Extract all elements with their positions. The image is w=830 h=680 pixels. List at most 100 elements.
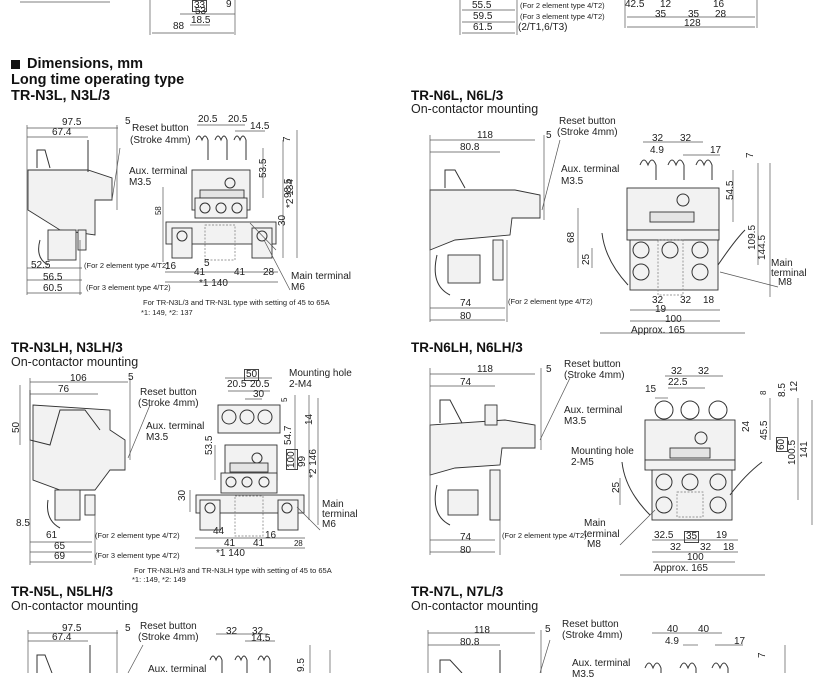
dim-label: 59.5 [473,11,493,22]
n3lh-side-view [19,378,151,565]
dim-label: 76 [58,384,70,395]
dim-label: 16 [165,261,177,272]
dim-label: 128 [684,18,701,29]
main-terminal-label: Main [771,258,793,269]
dim-label: 17 [710,145,722,156]
dim-label: 54.5 [725,180,736,200]
dim-label: 22.5 [668,377,688,388]
aux-terminal-size: M3.5 [129,177,152,188]
square-bullet-icon [11,60,20,69]
dim-label: 41 [194,267,206,278]
dim-label: 5 [125,116,131,127]
dim-label: 18 [703,295,715,306]
dim-label: 35 [655,9,667,20]
panel-title: TR-N6L, N6L/3 [411,88,504,103]
dim-label: 53.5 [258,158,269,178]
reset-button-label: Reset button [140,621,197,632]
aux-terminal-label: Aux. terminal [146,421,205,432]
n3l-front-view [162,124,298,291]
top-left-fragment-lines [20,0,236,35]
mounting-hole-size: 2-M5 [571,457,594,468]
dim-label: 8.5 [16,518,30,529]
dim-label: 32 [698,366,710,377]
dim-label: 32 [670,542,682,553]
panel-title: TR-N3LH, N3LH/3 [11,340,123,355]
main-terminal-size: M8 [778,277,792,288]
stroke-label: (Stroke 4mm) [130,135,191,146]
n6lh-front-view [619,375,813,576]
dim-label: 118 [477,364,493,375]
dim-label: 28 [715,9,727,20]
stroke-label: (Stroke 4mm) [138,398,199,409]
dim-label: 7 [745,152,756,158]
note-label: (For 2 element type 4/T2) [502,531,587,540]
aux-terminal-label: Aux. terminal [561,164,620,175]
note-label: (2/T1,6/T3) [518,22,568,33]
dim-label: 54.7 [283,425,294,445]
dim-label: 7 [282,136,293,142]
main-terminal-label: Main [584,518,606,529]
aux-terminal-size: M3.5 [561,176,584,187]
dim-label: *2 134 [285,179,296,208]
dim-label: 99 [297,455,308,467]
note-label: (For 2 element type 4/T2) [520,1,605,10]
dim-label: 61.5 [473,22,493,33]
reset-button-label: Reset button [562,619,619,630]
footnote-line: For TR-N3L/3 and TR-N3L type with settin… [143,298,330,307]
panel-subtitle: On-contactor mounting [11,599,139,613]
dim-label: Approx. 165 [654,563,708,574]
dim-label: 44 [213,526,225,537]
dim-label: 67.4 [52,127,72,138]
dim-label: 5 [204,258,210,269]
aux-terminal-label: Aux. terminal [572,658,631,669]
dim-label: 33 [192,0,208,12]
panel-subtitle: On-contactor mounting [411,102,539,116]
n7l-partial-view [427,630,786,673]
dim-label: 144.5 [757,234,768,260]
dim-label: 40 [667,624,679,635]
panel-subtitle: On-contactor mounting [11,355,139,369]
main-terminal-label: terminal [322,509,358,520]
dim-label: 14.5 [251,633,271,644]
dim-label: 18.5 [191,15,211,26]
dim-label: 67.4 [52,632,72,643]
dim-label: 68 [566,231,577,243]
footnote-line: *1: 149, *2: 137 [141,308,193,317]
dim-label: 56.5 [43,272,63,283]
aux-terminal-size: M3.5 [564,416,587,427]
reset-button-label: Reset button [564,359,621,370]
dim-label: 100.5 [787,439,798,465]
mounting-hole-label: Mounting hole [571,446,634,457]
dim-label: 5 [128,372,134,383]
dim-label: 12 [789,380,800,392]
main-terminal-size: M6 [322,519,336,530]
dim-label: 60.5 [43,283,63,294]
dim-label: 65 [54,541,66,552]
dim-label: 32 [226,626,238,637]
note-label: (For 3 element type 4/T2) [520,12,605,21]
dim-label: 25 [581,253,592,265]
note-label: (For 3 element type 4/T2) [95,551,180,560]
dim-label: 61 [46,530,58,541]
dim-label: 12 [660,0,672,10]
dim-label: 141 [799,441,810,458]
note-label: (For 2 element type 4/T2) [508,297,593,306]
reset-button-label: Reset button [140,387,197,398]
dim-label: 53.5 [204,435,215,455]
n6l-side-view [429,135,561,322]
dim-label: 80.8 [460,637,480,648]
dim-label: *1 140 [199,278,228,289]
main-terminal-size: M8 [587,539,601,550]
reset-button-label: Reset button [132,123,189,134]
footnote-line: *1: :149, *2: 149 [132,575,186,584]
aux-terminal-size: M3.5 [146,432,169,443]
dim-label: 19 [655,304,667,315]
dim-label: 42.5 [625,0,645,10]
note-label: (For 2 element type 4/T2) [95,531,180,540]
dim-label: 32 [680,133,692,144]
dim-label: 24 [741,420,752,432]
dim-label: *2 146 [308,449,319,478]
dim-label: 28 [294,539,303,548]
aux-terminal-size: M3.5 [572,669,595,680]
